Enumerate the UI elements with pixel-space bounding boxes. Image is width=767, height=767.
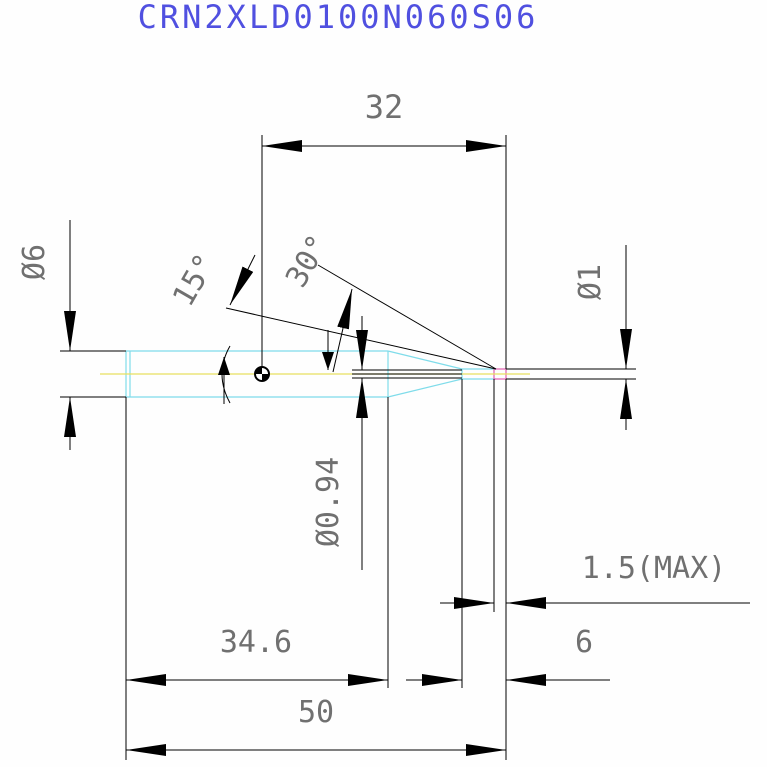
dim-50-label: 50	[298, 695, 334, 730]
datum-point	[254, 366, 270, 382]
dim-max-label: 1.5(MAX)	[582, 551, 727, 586]
dim-d094-label: Ø0.94	[311, 457, 346, 547]
dim-15-leader	[225, 307, 497, 370]
dim-34-6-label: 34.6	[220, 625, 292, 660]
dim-30-arrow	[332, 288, 353, 373]
dim-d6-label: Ø6	[17, 244, 52, 280]
part-number-title: CRN2XLD0100N060S06	[138, 0, 539, 36]
dim-6-label: 6	[575, 625, 593, 660]
dim-15-label: 15°	[166, 248, 223, 312]
dim-15-arrow-upper	[229, 254, 256, 306]
dim-32-label: 32	[365, 88, 404, 126]
dim-30-label: 30°	[279, 229, 336, 293]
dim-d1-label: Ø1	[573, 264, 608, 300]
dim-30-leader	[317, 264, 497, 370]
